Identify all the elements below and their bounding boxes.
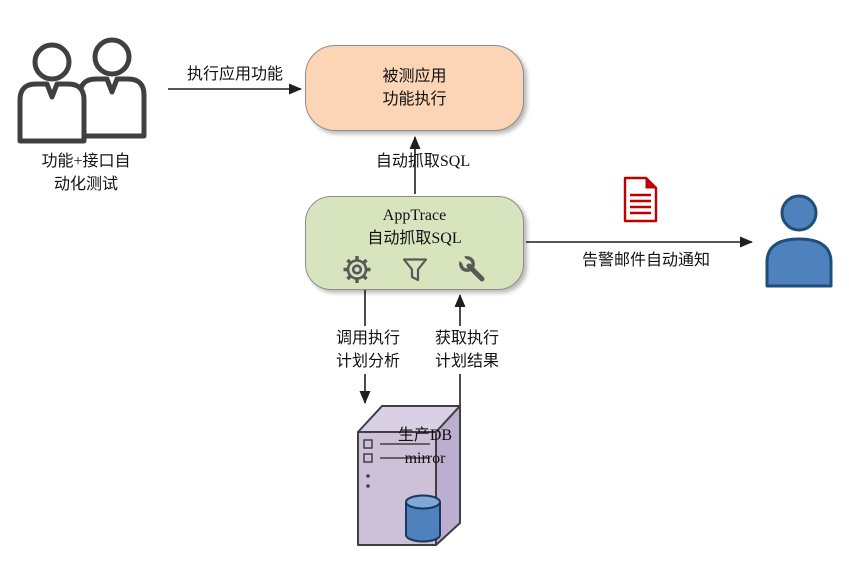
testers-label-line2: 动化测试: [53, 176, 118, 193]
apptrace-label-line2: 自动抓取SQL: [367, 230, 462, 247]
db-label-line2: mirror: [404, 450, 446, 467]
edge-label-call-plan: 调用执行 计划分析: [327, 326, 409, 374]
funnel-icon: [402, 257, 427, 281]
apptrace-label-line1: AppTrace: [382, 207, 447, 224]
app-node-label-line2: 功能执行: [382, 91, 447, 108]
call-plan-line2: 计划分析: [335, 353, 400, 370]
server-database-icon: [357, 405, 461, 546]
edge-label-capture-sql: 自动抓取SQL: [375, 153, 471, 170]
db-label-line1: 生产DB: [397, 427, 453, 444]
node-app-under-test: 被测应用 功能执行: [305, 45, 524, 131]
get-plan-line2: 计划结果: [434, 353, 499, 370]
edge-label-execute-app: 执行应用功能: [186, 66, 283, 83]
edge-label-get-plan: 获取执行 计划结果: [426, 326, 508, 374]
edge-label-alert-email: 告警邮件自动通知: [581, 252, 710, 269]
testers-label-line1: 功能+接口自: [41, 153, 131, 170]
gear-icon: [343, 255, 370, 283]
wrench-icon: [457, 254, 484, 282]
app-node-label-line1: 被测应用: [382, 68, 447, 85]
db-mirror-label: 生产DB mirror: [382, 424, 468, 470]
alert-document-icon: [623, 176, 658, 223]
person-icon: [765, 194, 833, 288]
testers-label: 功能+接口自 动化测试: [12, 150, 160, 196]
apptrace-tool-icons: [342, 253, 488, 285]
get-plan-line1: 获取执行: [434, 330, 499, 347]
two-users-icon: [17, 37, 147, 144]
node-apptrace: AppTrace 自动抓取SQL: [305, 196, 524, 290]
call-plan-line1: 调用执行: [335, 330, 400, 347]
